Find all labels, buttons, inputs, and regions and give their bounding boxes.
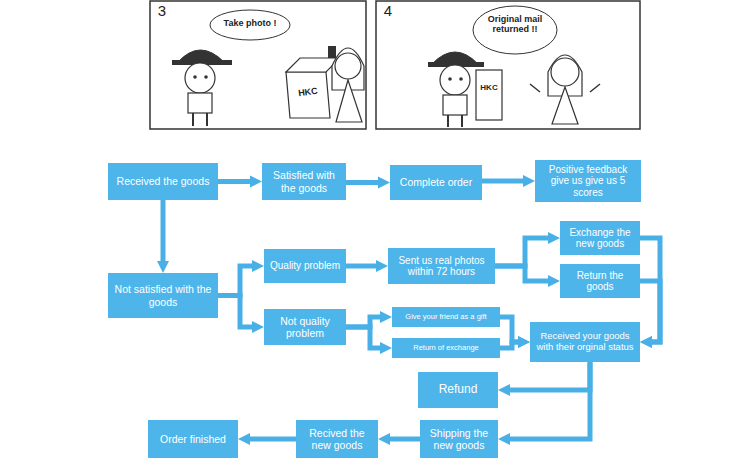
process-box: Quality problem xyxy=(264,249,346,283)
speech-bubble xyxy=(473,6,557,54)
box-logo: HKC xyxy=(476,84,502,93)
parcel-box xyxy=(286,72,330,118)
boy-body xyxy=(443,95,467,115)
flow-arrow xyxy=(346,264,378,269)
box-text: Complete order xyxy=(400,176,472,188)
box-text: Shipping the new goods xyxy=(424,427,494,451)
process-box: Not quality problem xyxy=(264,309,346,345)
boy-eye xyxy=(448,77,452,81)
process-box: Shipping the new goods xyxy=(420,420,498,458)
speech-text: Original mail returned !! xyxy=(478,15,552,35)
process-box: Return the goods xyxy=(560,264,640,298)
flow-arrow xyxy=(346,327,382,348)
girl-head xyxy=(551,58,579,86)
panel-number: 4 xyxy=(378,3,398,20)
flow-arrow xyxy=(495,238,550,266)
flow-arrow xyxy=(346,180,380,185)
box-text: Return the goods xyxy=(564,270,636,293)
process-box: Received your goods with their orginal s… xyxy=(530,322,640,362)
flow-arrow xyxy=(640,238,660,342)
process-box: Refund xyxy=(418,372,498,408)
box-text: Refund xyxy=(439,383,478,397)
box-text: Not quality problem xyxy=(268,315,342,339)
boy-head xyxy=(185,63,215,93)
process-box: Give your friend as a gift xyxy=(392,307,500,327)
girl-arms xyxy=(530,84,600,92)
camera xyxy=(328,46,336,58)
flow-arrow xyxy=(508,362,590,390)
flow-arrow xyxy=(500,342,520,348)
process-box: Sent us real photos within 72 hours xyxy=(388,248,495,284)
box-text: Return of exchange xyxy=(413,344,478,353)
panel-frame xyxy=(150,1,366,129)
box-text: Positive feedback give us give us 5 scor… xyxy=(539,164,637,199)
flow-arrow xyxy=(161,200,166,263)
box-text: Quality problem xyxy=(270,260,340,272)
boy-eye xyxy=(193,75,197,79)
boy-eye xyxy=(459,77,463,81)
box-text: Received the goods xyxy=(117,175,210,187)
panel-frame xyxy=(376,1,640,129)
process-box: Return of exchange xyxy=(392,338,500,358)
parcel-box xyxy=(476,70,502,120)
flow-arrow xyxy=(482,179,525,184)
girl-head xyxy=(335,53,361,79)
boy-head xyxy=(440,65,470,95)
process-box: Received the goods xyxy=(108,163,218,200)
box-text: Sent us real photos within 72 hours xyxy=(392,255,491,278)
box-text: Exchange the new goods xyxy=(564,227,636,250)
box-text: Not satisfied with the goods xyxy=(112,283,214,307)
box-text: Received your goods with their orginal s… xyxy=(534,331,636,353)
process-box: Complete order xyxy=(390,165,482,200)
flow-arrow xyxy=(248,437,296,442)
process-box: Not satisfied with the goods xyxy=(108,273,218,318)
girl-dress xyxy=(552,87,578,124)
process-box: Order finished xyxy=(148,420,238,458)
flow-arrow xyxy=(218,296,254,328)
boy-eye xyxy=(204,75,208,79)
boy-body xyxy=(188,93,212,113)
flow-arrow xyxy=(218,179,252,184)
flow-arrow xyxy=(388,437,420,442)
panel-number: 3 xyxy=(152,3,172,20)
flow-arrow xyxy=(500,317,520,342)
flow-arrow xyxy=(508,362,590,439)
speech-text: Take photo ! xyxy=(212,19,288,29)
flow-arrow xyxy=(640,281,660,342)
process-box: Positive feedback give us give us 5 scor… xyxy=(535,160,641,202)
flow-arrow xyxy=(495,266,550,281)
box-text: Recived the new goods xyxy=(300,427,374,451)
girl-dress xyxy=(336,80,362,122)
boy-legs xyxy=(193,113,207,126)
process-box: Satisfied with the goods xyxy=(262,163,346,200)
process-box: Recived the new goods xyxy=(296,420,378,458)
box-text: Give your friend as a gift xyxy=(405,313,486,322)
speech-bubble xyxy=(210,10,290,40)
flow-arrow xyxy=(218,266,254,296)
process-box: Exchange the new goods xyxy=(560,221,640,255)
box-text: Order finished xyxy=(160,433,226,445)
box-text: Satisfied with the goods xyxy=(266,169,342,193)
boy-legs xyxy=(448,115,462,127)
